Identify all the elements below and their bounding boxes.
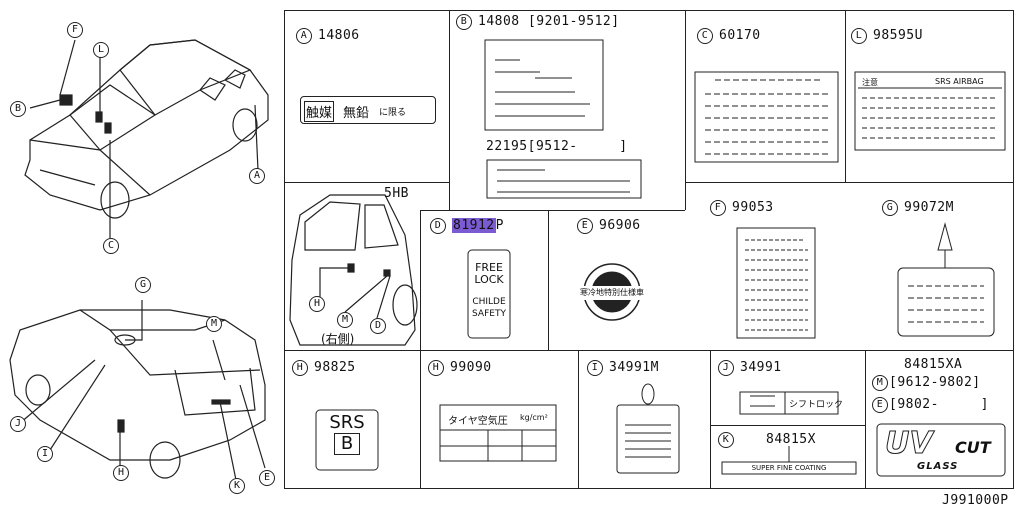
letter-c: C [697,28,713,44]
part-number-i: 34991M [609,360,659,375]
letter-l: L [851,28,867,44]
label-a-text-3: に限る [379,108,407,118]
part-number-a: 14806 [318,28,360,43]
callout-l: L [93,42,109,58]
cell-a-caption: A 14806 [296,28,360,44]
cell-h1-caption: H 98825 [292,360,356,376]
diagram-code: J991000P [942,493,1009,508]
last-part-number: 84815XA [904,357,963,372]
cell-b-caption-2: 22195[9512- ] [486,139,628,154]
part-number-k: 84815X [766,432,816,447]
label-l-head-left: 注意 [862,78,878,87]
letter-f: F [710,200,726,216]
side-code: 5HB [384,186,409,201]
callout-k: K [229,478,245,494]
letter-e: E [577,218,593,234]
cell-g-caption: G 99072M [882,200,954,216]
letter-m: M [872,375,888,391]
uv-logo: UV CUT GLASS [877,424,1005,476]
cell-c-caption: C 60170 [697,28,761,44]
letter-k: K [718,432,734,448]
cell-l-caption: L 98595U [851,28,923,44]
top-car-illustration [24,39,269,238]
callout-side-d: D [370,318,386,334]
label-h1-srs: SRS B [316,413,378,455]
letter-e-last: E [872,397,888,413]
label-d-line2: LOCK [474,273,504,286]
callout-b: B [10,101,26,117]
part-number-h2: 99090 [450,360,492,375]
last-m-range: M[9612-9802] [872,375,981,391]
part-number-h1: 98825 [314,360,356,375]
side-caption: (右側) [321,332,355,346]
letter-d: D [430,218,446,234]
part-number-l: 98595U [873,28,923,43]
part-number-d-suffix: P [495,218,504,233]
label-k-text: SUPER FINE COATING [751,464,827,472]
part-number-g: 99072M [904,200,954,215]
part-number-c: 60170 [719,28,761,43]
label-j-text: シフトロック [789,400,844,410]
part-number-e: 96906 [599,218,641,233]
label-l-head-right: SRS AIRBAG [935,77,984,86]
callout-a: A [249,168,265,184]
uv-logo-mark: UV [885,426,934,462]
callout-side-h: H [309,296,325,312]
label-h2-text: タイヤ空気圧 [448,416,508,427]
cell-e-caption: E 96906 [577,218,641,234]
callout-f: F [67,22,83,38]
uv-logo-cut: CUT [955,438,991,457]
range-e-last: [9802- ] [889,397,989,412]
label-a-catalyst: 触媒 無鉛 に限る [300,96,436,124]
label-a-text-1: 触媒 [304,101,335,122]
cell-j-caption: J 34991 [718,360,782,376]
part-number-b2: 22195 [486,139,528,154]
letter-b: B [456,14,472,30]
cell-i-caption: I 34991M [587,360,659,376]
label-e-text: 寒冷地特別仕様車 [580,288,644,297]
label-a-text-2: 無鉛 [343,106,370,121]
part-number-b: 14808 [478,14,520,29]
callout-c: C [103,238,119,254]
range-b: [9201-9512] [527,14,620,29]
cell-d-caption: D 81912P [430,218,504,234]
label-h1-line1: SRS [329,412,365,433]
cell-b-caption: B 14808 [9201-9512] [456,14,620,30]
label-d-line4: SAFETY [472,309,506,319]
uv-logo-glass: GLASS [917,461,959,472]
callout-m: M [206,316,222,332]
part-number-d-highlighted: 81912 [452,218,496,233]
cell-f-caption: F 99053 [710,200,774,216]
cell-h2-caption: H 99090 [428,360,492,376]
letter-h2: H [428,360,444,376]
letter-a: A [296,28,312,44]
range-b2: [9512- ] [527,139,628,154]
part-number-j: 34991 [740,360,782,375]
callout-e: E [259,470,275,486]
letter-j: J [718,360,734,376]
label-h2-unit: kg/cm² [520,413,548,422]
range-m: [9612-9802] [889,375,981,390]
letter-h1: H [292,360,308,376]
bottom-car-illustration [9,300,266,481]
callout-j: J [10,416,26,432]
last-e-range: E[9802- ] [872,397,989,413]
letter-i: I [587,360,603,376]
label-h1-line2: B [333,433,361,455]
letter-g: G [882,200,898,216]
cell-k-caption: K 84815X [718,432,816,448]
part-number-f: 99053 [732,200,774,215]
label-d-line3: CHILDE [472,297,506,307]
callout-h-bottom: H [113,465,129,481]
label-d-text: FREE LOCK CHILDE SAFETY [468,262,510,320]
callout-g: G [135,277,151,293]
side-car-illustration [289,194,418,346]
callout-i: I [37,446,53,462]
label-d-line1: FREE [475,261,503,274]
callout-side-m: M [337,312,353,328]
